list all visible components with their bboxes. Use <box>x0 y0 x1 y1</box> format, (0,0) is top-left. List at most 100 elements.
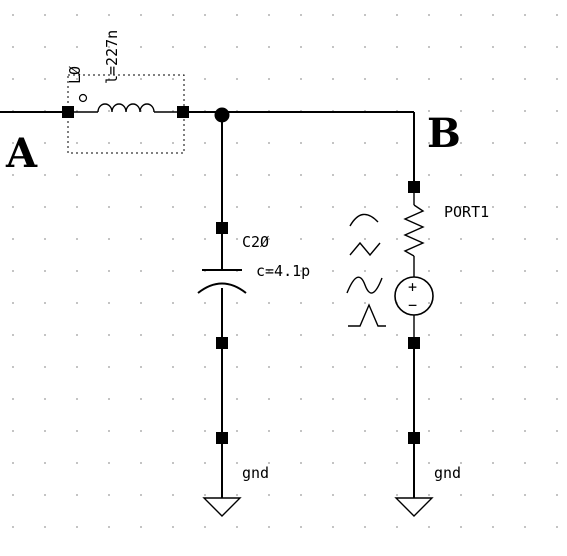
grid-dot <box>204 366 206 368</box>
grid-dot <box>460 270 462 272</box>
grid-dot <box>12 430 14 432</box>
grid-dot <box>236 14 238 16</box>
grid-dot <box>44 398 46 400</box>
grid-dot <box>428 462 430 464</box>
grid-dot <box>140 430 142 432</box>
ground-pin-right[interactable] <box>408 432 420 444</box>
grid-dot <box>556 78 558 80</box>
ground-symbol-icon <box>202 497 242 517</box>
grid-dot <box>268 46 270 48</box>
grid-dot <box>460 78 462 80</box>
grid-dot <box>204 174 206 176</box>
grid-dot <box>268 206 270 208</box>
grid-dot <box>332 206 334 208</box>
grid-dot <box>12 142 14 144</box>
grid-dot <box>460 334 462 336</box>
grid-dot <box>108 174 110 176</box>
waveform-triangle-icon <box>349 241 381 257</box>
grid-dot <box>172 430 174 432</box>
grid-dot <box>12 398 14 400</box>
grid-dot <box>268 302 270 304</box>
net-label-a: A <box>5 130 38 177</box>
ground-pin-left[interactable] <box>216 432 228 444</box>
grid-dot <box>332 398 334 400</box>
grid-dot <box>300 46 302 48</box>
grid-dot <box>524 142 526 144</box>
grid-dot <box>76 302 78 304</box>
grid-dot <box>236 142 238 144</box>
grid-dot <box>172 462 174 464</box>
grid-dot <box>44 46 46 48</box>
grid-dot <box>204 206 206 208</box>
port-pin-1[interactable] <box>408 181 420 193</box>
inductor-pin-2[interactable] <box>177 106 189 118</box>
grid-dot <box>236 334 238 336</box>
grid-dot <box>76 206 78 208</box>
grid-dot <box>236 430 238 432</box>
grid-dot <box>492 206 494 208</box>
grid-dot <box>140 142 142 144</box>
grid-dot <box>44 206 46 208</box>
grid-dot <box>44 366 46 368</box>
grid-dot <box>108 398 110 400</box>
net-label-b: B <box>427 110 461 157</box>
grid-dot <box>204 302 206 304</box>
capacitor-pin-1[interactable] <box>216 222 228 234</box>
grid-dot <box>140 462 142 464</box>
grid-dot <box>460 110 462 112</box>
grid-dot <box>236 366 238 368</box>
grid-dot <box>12 46 14 48</box>
grid-dot <box>524 366 526 368</box>
inductor-l0[interactable]: LØ l=227n <box>62 30 189 154</box>
grid-dot <box>364 462 366 464</box>
grid-dot <box>140 494 142 496</box>
grid-dot <box>204 334 206 336</box>
grid-dot <box>268 526 270 528</box>
grid-dot <box>108 366 110 368</box>
ground-port[interactable]: gnd <box>394 432 461 517</box>
grid-dot <box>428 494 430 496</box>
grid-dot <box>524 270 526 272</box>
grid-dot <box>524 238 526 240</box>
grid-dot <box>332 174 334 176</box>
grid-dot <box>556 494 558 496</box>
grid-dot <box>396 494 398 496</box>
grid-dot <box>76 46 78 48</box>
grid-dot <box>108 110 110 112</box>
grid-dot <box>428 430 430 432</box>
grid-dot <box>204 494 206 496</box>
grid-dot <box>44 334 46 336</box>
grid-dot <box>12 174 14 176</box>
grid-dot <box>428 366 430 368</box>
port1[interactable]: + − PORT1 <box>346 181 489 349</box>
capacitor-pin-2[interactable] <box>216 337 228 349</box>
grid-dot <box>12 494 14 496</box>
grid-dot <box>556 110 558 112</box>
grid-dot <box>76 78 78 80</box>
grid-dot <box>492 430 494 432</box>
grid-dot <box>492 398 494 400</box>
grid-dot <box>268 398 270 400</box>
grid-dot <box>492 334 494 336</box>
port-pin-2[interactable] <box>408 337 420 349</box>
junction-node[interactable] <box>214 107 230 123</box>
grid-dot <box>172 78 174 80</box>
capacitor-value: c=4.1p <box>256 262 310 280</box>
capacitor-c20[interactable]: C2Ø c=4.1p <box>197 222 310 349</box>
grid-dot <box>140 270 142 272</box>
grid-dot <box>428 238 430 240</box>
grid-dot <box>300 462 302 464</box>
grid-dot <box>140 78 142 80</box>
grid-dot <box>204 14 206 16</box>
grid-dot <box>12 206 14 208</box>
inductor-pin-1[interactable] <box>62 106 74 118</box>
grid-dot <box>364 366 366 368</box>
grid-dot <box>300 494 302 496</box>
ground-capacitor[interactable]: gnd <box>202 432 269 517</box>
grid-dot <box>428 174 430 176</box>
grid-dot <box>556 206 558 208</box>
grid-dot <box>44 302 46 304</box>
grid-dot <box>44 238 46 240</box>
